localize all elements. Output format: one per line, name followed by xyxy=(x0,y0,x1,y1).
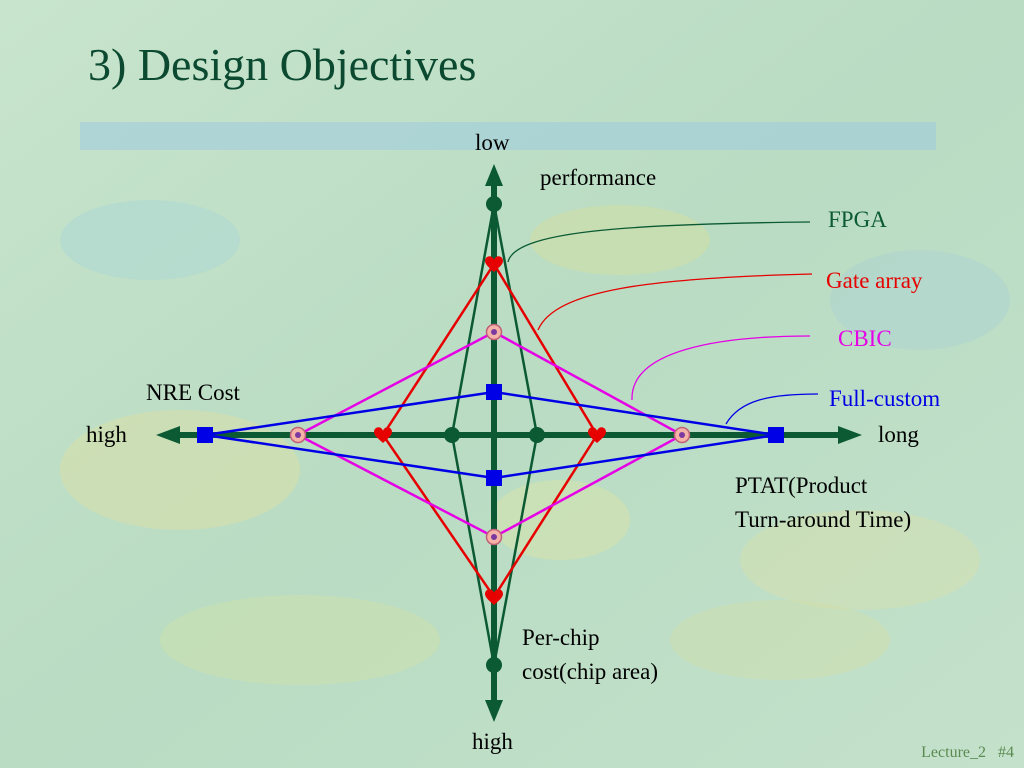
cbic-shape xyxy=(289,323,691,546)
arrow-down-icon xyxy=(485,700,503,722)
fpga-marker-left xyxy=(444,427,460,443)
axis-left-value: high xyxy=(86,422,127,447)
full-custom-marker-left xyxy=(197,427,213,443)
footer-page-number: #4 xyxy=(998,744,1014,761)
full-custom-marker-right xyxy=(768,427,784,443)
arrow-right-icon xyxy=(838,426,862,444)
axis-right-name-line1: PTAT(Product xyxy=(735,473,868,498)
axis-bottom-name-line2: cost(chip area) xyxy=(522,659,659,684)
legend-cbic: CBIC xyxy=(838,326,892,351)
axis-bottom-name-line1: Per-chip xyxy=(522,625,600,650)
slide-title: 3) Design Objectives xyxy=(88,39,477,90)
legend-full-custom: Full-custom xyxy=(829,386,941,411)
arrow-left-icon xyxy=(156,426,180,444)
full-custom-marker-bottom xyxy=(486,470,502,486)
full-custom-leader xyxy=(725,393,819,425)
full-custom-shape xyxy=(197,384,784,486)
axis-right-name-line2: Turn-around Time) xyxy=(735,507,912,532)
gate-array-shape xyxy=(374,256,606,605)
footer-lecture: Lecture_2 xyxy=(921,744,986,761)
legend-fpga: FPGA xyxy=(828,207,887,232)
arrow-up-icon xyxy=(485,164,503,186)
cbic-marker-right xyxy=(673,426,691,444)
full-custom-marker-top xyxy=(486,384,502,400)
fpga-marker-bottom xyxy=(486,657,502,673)
gate-array-marker-left xyxy=(374,427,392,443)
legend-leaders xyxy=(507,221,819,425)
legend-gate-array: Gate array xyxy=(826,268,923,293)
axis-top-name: performance xyxy=(540,165,657,190)
fpga-shape xyxy=(444,196,545,673)
cbic-marker-bottom xyxy=(485,528,503,546)
axis-left-name: NRE Cost xyxy=(146,380,240,405)
gate-array-leader xyxy=(537,273,813,331)
cbic-marker-left xyxy=(289,426,307,444)
fpga-marker-top xyxy=(486,196,502,212)
axis-bottom-value: high xyxy=(472,729,513,754)
cbic-marker-top xyxy=(485,323,503,341)
slide-footer: Lecture_2 #4 xyxy=(909,744,1014,762)
axis-top-value: low xyxy=(475,130,510,155)
gate-array-marker-right xyxy=(588,427,606,443)
cbic-leader xyxy=(631,335,811,401)
axis-right-value: long xyxy=(878,422,919,447)
fpga-leader xyxy=(507,221,811,263)
fpga-marker-right xyxy=(529,427,545,443)
